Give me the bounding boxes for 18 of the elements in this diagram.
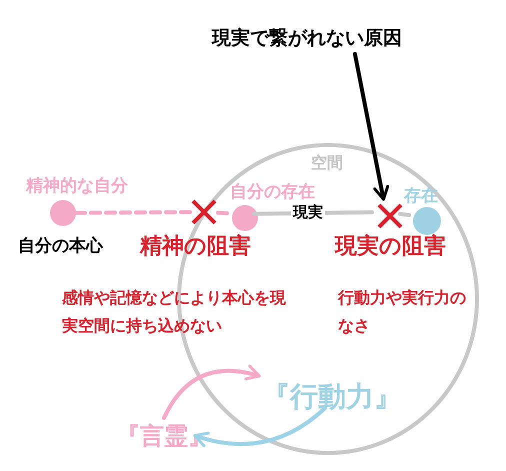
caption-text: 自分の本心 [18, 235, 103, 258]
edge-label: 現実 [290, 202, 325, 222]
dot-label: 存在 [404, 185, 438, 208]
node-text: 空間 [311, 152, 343, 174]
dot-label: 精神的な自分 [26, 175, 128, 198]
connector-line [398, 212, 412, 218]
note-text: 感情や記憶などにより本心を現実空間に持ち込めない [62, 287, 287, 337]
dot-label: 自分の存在 [230, 181, 315, 204]
note-text: 行動力や実行力のなさ [338, 287, 467, 337]
node-text: 『行動力』 [262, 379, 402, 415]
arrow [352, 52, 390, 201]
arrow [162, 365, 261, 420]
connector-line [74, 210, 192, 215]
heading-text: 現実の阻害 [335, 232, 446, 261]
node-text: 現実で繋がれない原因 [212, 26, 402, 51]
arrow [193, 406, 328, 447]
connector-line [216, 210, 230, 216]
heading-text: 精神の阻害 [140, 232, 251, 261]
